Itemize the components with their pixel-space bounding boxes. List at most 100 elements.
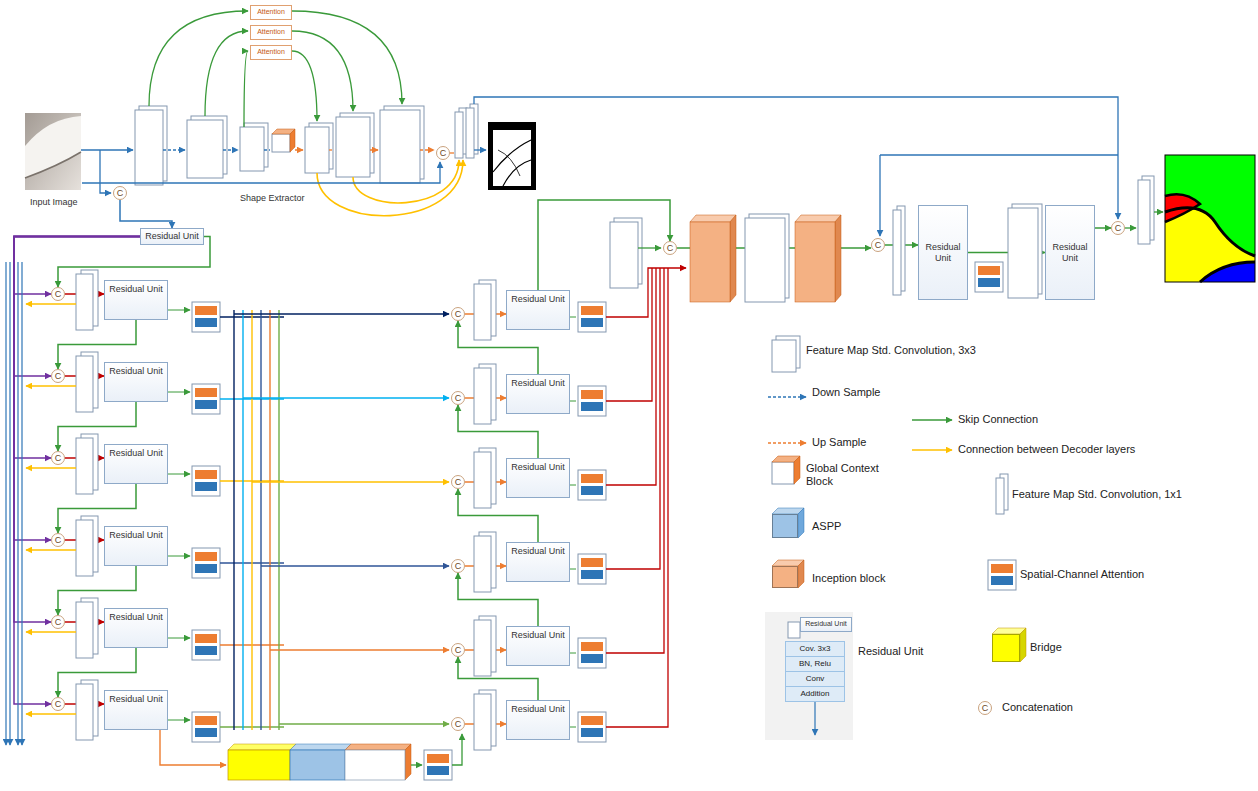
fusion-decoder [690,222,730,302]
legend-samples [1020,628,1026,662]
legend-text: ASPP [812,520,841,532]
legend-text: Global Context Block [806,462,879,487]
decoder-column [570,727,576,728]
legend-samples [912,419,952,420]
input-bus [5,262,6,745]
decoder-column [606,268,656,485]
node-text: C [55,290,62,299]
legend-item: Global Context Block [806,462,886,488]
fusion-decoder [1008,208,1038,298]
node-text: Attention [257,48,285,56]
decoder-column [570,485,576,486]
node-text: C [455,478,462,487]
node-text: Residual Unit [109,612,163,622]
node-text: Residual Unit [511,462,565,472]
shape-extractor-arrows [879,155,880,236]
concat-circle: C [51,451,65,465]
caption-label: Input Image [30,197,78,208]
legend-samples [788,622,800,638]
concat-circle: C [451,475,465,489]
dense-connections [220,310,449,730]
input-bus [17,262,18,745]
node-text: Addition [801,689,830,698]
concat-circle: C [663,241,677,255]
connector [14,237,140,459]
node-text: Residual Unit [511,546,565,556]
dense-connections [278,310,279,730]
residual-step: Conv [785,671,845,687]
connector [120,200,172,228]
shape-extractor-arrows [450,152,454,153]
fusion-decoder [610,176,1163,302]
legend-samples [798,560,804,588]
segmentation-output [1165,194,1200,222]
legend-text: Feature Map Std. Convolution, 1x1 [1012,488,1182,500]
fusion-decoder [1125,227,1136,228]
dense-connections [252,481,449,482]
node-text: Residual Unit [109,448,163,458]
decoder-column [606,268,668,727]
node-text: Residual Unit [109,284,163,294]
concat-circle: C [451,643,465,657]
dense-connections [261,565,449,566]
concat-circle: C [51,615,65,629]
input-image [25,152,81,178]
dense-connections [233,310,234,730]
encoder-column [168,638,190,639]
concat-circle: C [451,307,465,321]
decoder-column [570,317,576,318]
attention-box: Attention [250,25,292,40]
legend-item: Inception block [812,572,885,585]
concat-circle: C [451,391,465,405]
shape-mask-image [498,150,520,176]
dense-connections [279,723,449,724]
bridge [228,750,290,780]
shape-extractor-arrows [329,149,334,150]
encoder-column [168,720,190,721]
legend-text: Down Sample [812,386,880,398]
legend-samples [772,340,796,372]
decoder-column [474,448,496,508]
shape-extractor-arrows [244,51,248,127]
legend-text: Inception block [812,572,885,584]
shape-extractor-arrows [264,149,270,150]
connector [538,200,670,290]
legend-text: Residual Unit [858,645,923,657]
label-text: Input Image [30,197,78,207]
decoder-column [474,268,686,750]
legend-samples [794,456,800,484]
shape-extractor [455,112,463,158]
fusion-decoder [610,222,638,288]
legend-text: Up Sample [812,436,866,448]
bridge [405,744,411,780]
shape-extractor-arrows [353,160,459,203]
legend-item: Skip Connection [958,413,1038,426]
legend-item: Connection between Decoder layers [958,443,1135,456]
legend-item: Feature Map Std. Convolution, 3x3 [806,344,976,357]
encoder-column [192,548,220,578]
node-text: C [1115,224,1122,233]
legend-samples [768,442,806,443]
shape-extractor-arrows [292,11,402,104]
encoder-column [26,303,76,304]
node-text: Residual Unit [805,620,847,628]
encoder-column [76,352,98,412]
dense-connections [234,313,449,314]
shape-extractor-arrows [81,11,1118,236]
shape-extractor-arrows [292,51,317,121]
node-text: C [55,700,62,709]
decoder-column [578,712,606,742]
concat-circle: C [1111,221,1125,235]
shape-mask-image [493,140,531,172]
legend-text: Concatenation [1002,701,1073,713]
shape-extractor [290,129,295,152]
bridge [424,750,452,780]
legend-samples [765,612,853,740]
node-text: Attention [257,28,285,36]
residual-step: BN, Relu [785,656,845,672]
residual-unit: Residual Unit [104,444,168,484]
legend-item: Spatial-Channel Attention [1020,568,1144,581]
residual-unit: Residual Unit [140,228,204,245]
